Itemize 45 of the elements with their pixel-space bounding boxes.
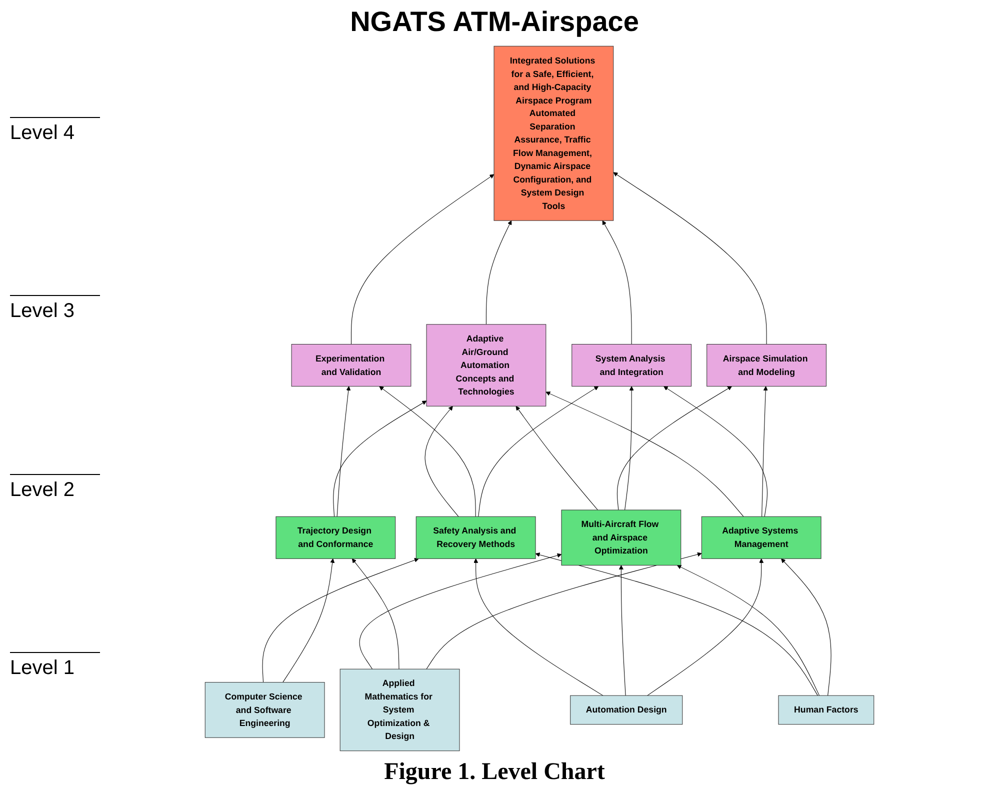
arrow: [333, 400, 427, 517]
arrow: [336, 386, 351, 517]
node-box: Airspace Simulation and Modeling: [706, 344, 826, 387]
arrow: [282, 558, 335, 683]
arrow: [516, 406, 598, 510]
node-box: Computer Science and Software Engineering: [204, 682, 325, 738]
node-box: Applied Mathematics for System Optimization & Design: [340, 668, 460, 752]
node-box: Human Factors: [778, 695, 874, 725]
level-label: Level 3: [10, 295, 100, 324]
node-box: Trajectory Design and Conformance: [276, 516, 396, 559]
arrow: [781, 558, 832, 696]
node-box: Adaptive Air/Ground Automation Concepts and Technologies: [426, 324, 546, 406]
level-label: Level 4: [10, 117, 100, 146]
node-box: Automation Design: [570, 695, 683, 725]
arrow: [486, 220, 512, 325]
node-box: Safety Analysis and Recovery Methods: [416, 516, 536, 559]
node-box: Experimentation and Validation: [291, 344, 412, 387]
arrow: [474, 558, 604, 696]
arrow: [664, 386, 768, 517]
node-box: Multi-Aircraft Flow and Airspace Optimization: [561, 510, 682, 566]
arrow: [647, 558, 764, 696]
arrow: [616, 386, 732, 510]
arrow: [535, 552, 818, 696]
arrow: [613, 172, 767, 345]
node-box: Adaptive Systems Management: [701, 516, 822, 559]
arrow: [350, 174, 494, 345]
diagram-title: NGATS ATM-Airspace: [350, 6, 639, 38]
arrow: [762, 386, 768, 517]
figure-caption: Figure 1. Level Chart: [384, 759, 605, 786]
arrow: [359, 553, 562, 670]
arrow: [546, 392, 744, 517]
arrow: [676, 565, 820, 696]
arrow: [379, 386, 476, 517]
node-box: Integrated Solutions for a Safe, Efficient, and High-Capacity Airspace Program Automated Separation Assurance, Traffic Flow Management, Dynamic Airspace Configuration, and System Design Tools: [494, 46, 614, 221]
arrow: [352, 558, 400, 670]
arrow: [618, 565, 626, 696]
arrow: [262, 558, 419, 683]
node-box: System Analysis and Integration: [572, 344, 692, 387]
arrow: [624, 386, 634, 510]
level-label: Level 2: [10, 474, 100, 502]
arrow: [426, 552, 702, 670]
arrow: [478, 386, 599, 517]
arrow: [424, 406, 459, 517]
arrow: [602, 220, 632, 345]
level-label: Level 1: [10, 652, 100, 680]
